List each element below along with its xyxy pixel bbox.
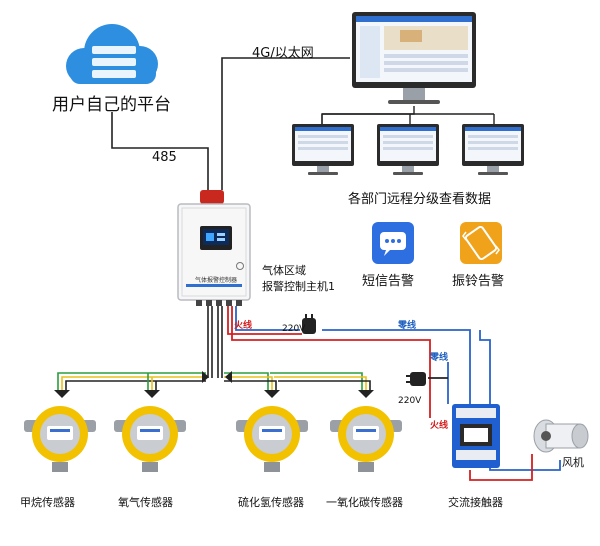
plug-icon [406, 372, 426, 386]
sub-monitor [292, 124, 354, 175]
remote-view-label: 各部门远程分级查看数据 [348, 192, 492, 207]
power-wiring [227, 306, 561, 481]
sensor-label-h2s: 硫化氢传感器 [238, 496, 304, 509]
gas-sensor-device [24, 406, 96, 472]
contactor-device [452, 404, 500, 468]
controller-label-line2: 报警控制主机1 [262, 280, 335, 293]
sub-monitor [377, 124, 439, 175]
link-485-label: 485 [152, 150, 177, 165]
link-4g-line [221, 57, 350, 190]
fan-device [533, 419, 589, 453]
zero-wire-label: 零线 [398, 321, 417, 331]
sensor-label-methane: 甲烷传感器 [20, 496, 75, 509]
fire-wire-label: 火线 [234, 321, 253, 331]
sensor-bus [54, 306, 374, 398]
vibrate-icon [460, 222, 502, 264]
gas-sensor-device [236, 406, 308, 472]
ring-alert-label: 振铃告警 [452, 274, 505, 289]
sensor-label-co: 一氧化碳传感器 [326, 496, 403, 509]
gas-sensor-device [114, 406, 186, 472]
cloud-server-icon [66, 24, 158, 84]
fire-wire-label-2: 火线 [430, 421, 449, 431]
platform-label: 用户自己的平台 [52, 95, 171, 115]
voltage-label: 220V [282, 324, 306, 334]
remote-branch-lines [321, 106, 415, 124]
gas-sensor-device [330, 406, 402, 472]
link-4g-label: 4G/以太网 [252, 46, 314, 61]
sub-monitor [462, 124, 524, 175]
plug-icon [302, 314, 316, 334]
sms-alert-label: 短信告警 [362, 274, 415, 289]
main-monitor [352, 12, 476, 104]
alarm-controller [177, 190, 251, 306]
controller-label-line1: 气体区域 [262, 264, 306, 277]
contactor-label: 交流接触器 [448, 496, 503, 509]
message-icon [372, 222, 414, 264]
zero-wire-label-2: 零线 [430, 353, 449, 363]
voltage-label-2: 220V [398, 396, 422, 406]
fan-label: 风机 [562, 456, 584, 469]
link-485-line [111, 112, 209, 190]
sensor-label-oxygen: 氧气传感器 [118, 496, 173, 509]
controller-screen-text: 气体报警控制器 [195, 277, 238, 284]
